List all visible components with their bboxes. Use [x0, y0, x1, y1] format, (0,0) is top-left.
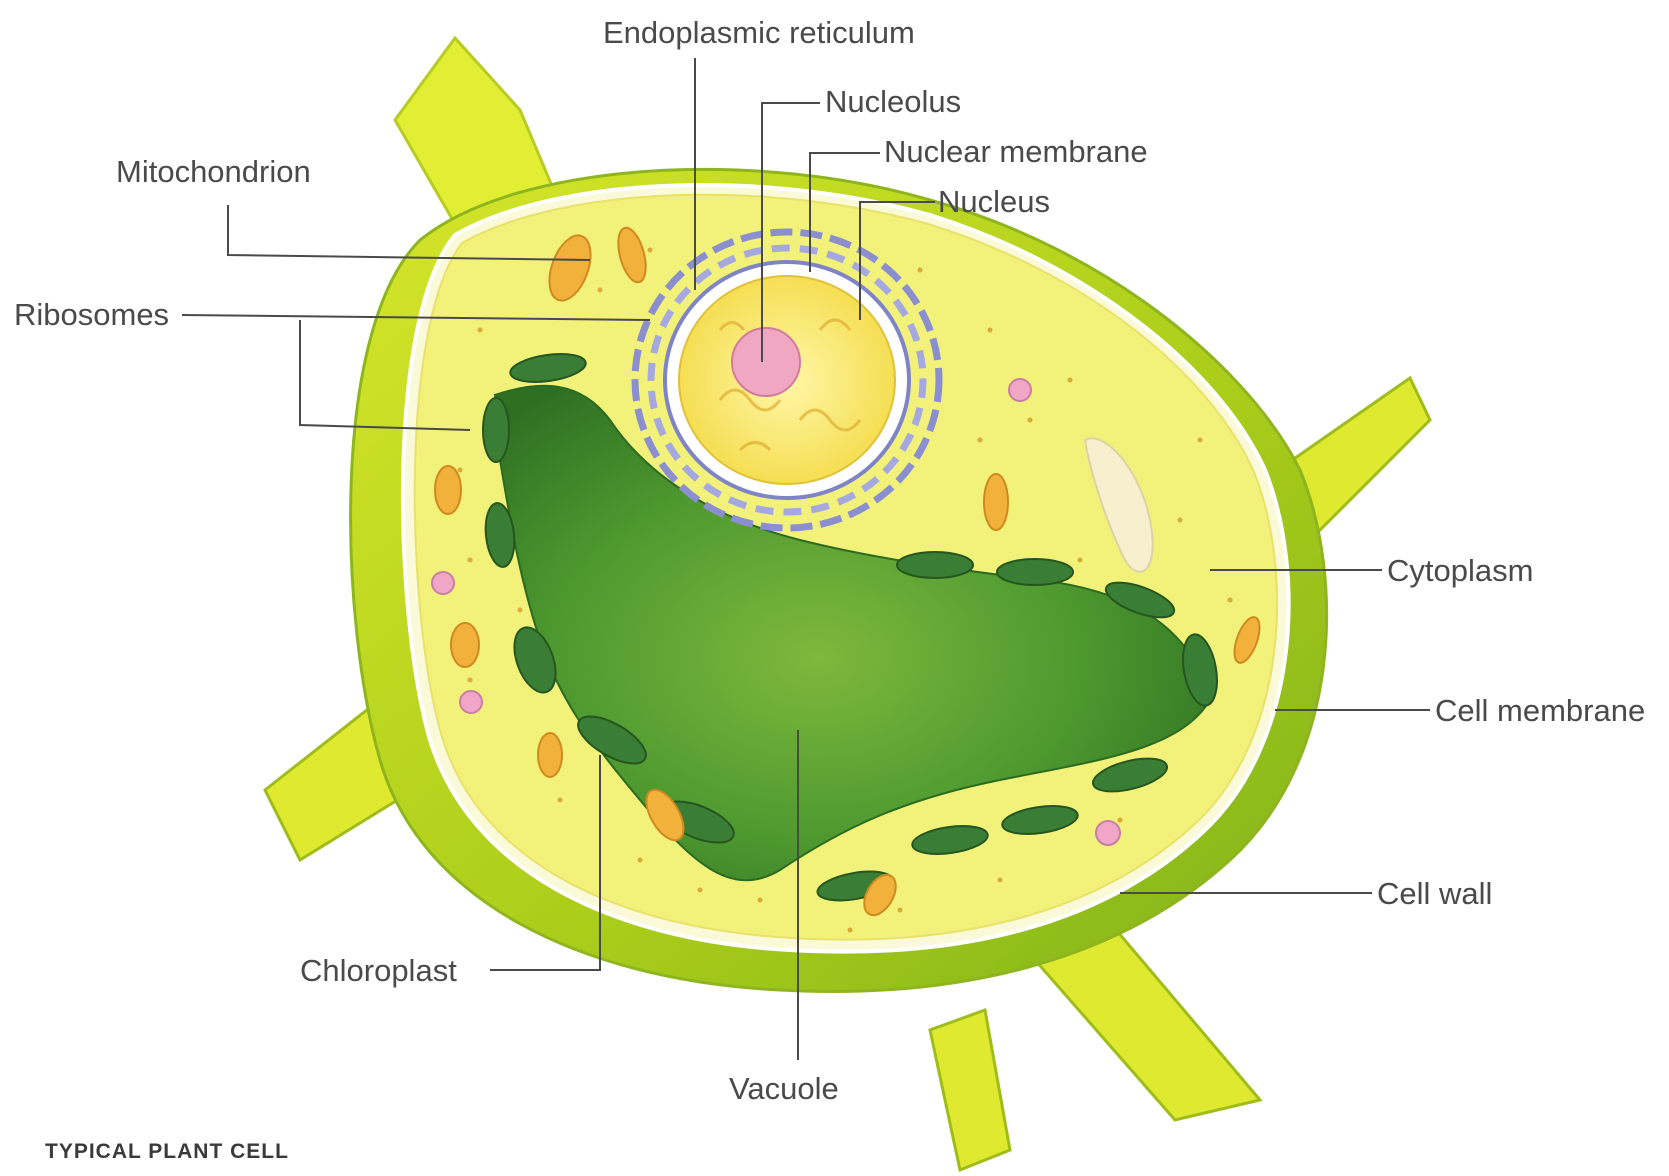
- nucleolus: [732, 328, 800, 396]
- label-nucleolus: Nucleolus: [825, 84, 961, 119]
- label-vacuole: Vacuole: [729, 1071, 839, 1106]
- label-chloroplast: Chloroplast: [300, 953, 457, 988]
- label-cell-wall: Cell wall: [1377, 876, 1492, 911]
- chloroplast-13: [997, 559, 1073, 585]
- diagram-caption: TYPICAL PLANT CELL: [45, 1140, 289, 1163]
- label-nuclear-membrane: Nuclear membrane: [884, 134, 1148, 169]
- label-endoplasmic-reticulum: Endoplasmic reticulum: [603, 15, 915, 50]
- label-nucleus: Nucleus: [938, 184, 1050, 219]
- label-cell-membrane: Cell membrane: [1435, 693, 1645, 728]
- label-cytoplasm: Cytoplasm: [1387, 553, 1533, 588]
- chloroplast-2: [483, 398, 509, 462]
- chloroplast-14: [897, 552, 973, 578]
- wall-bottom-left: [930, 1010, 1010, 1170]
- label-ribosomes: Ribosomes: [14, 297, 169, 332]
- label-mitochondrion: Mitochondrion: [116, 154, 311, 189]
